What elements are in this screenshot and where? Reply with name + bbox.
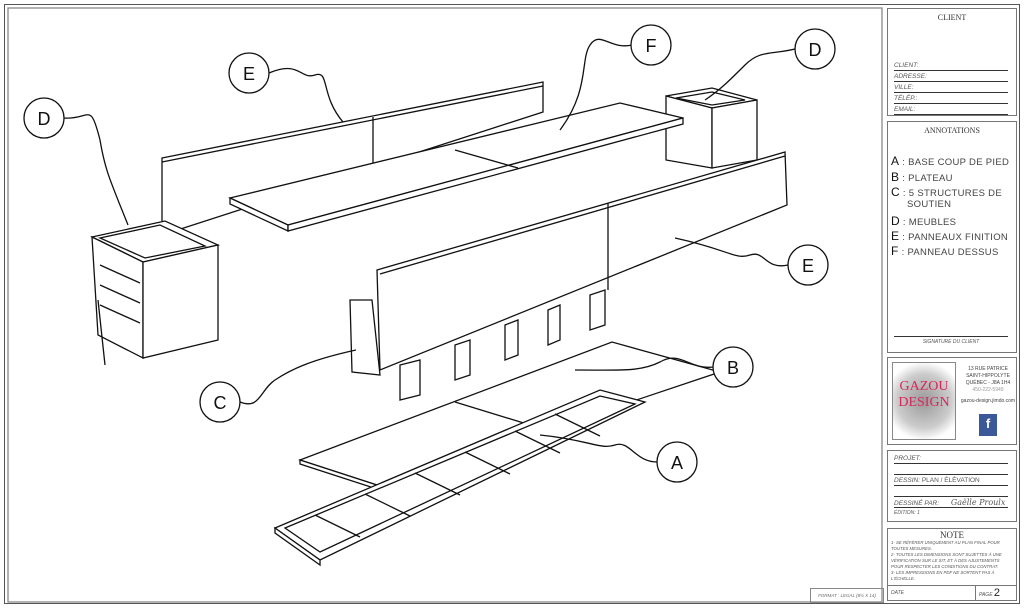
callout-b: B xyxy=(727,358,739,378)
drawing-type-field: DESSIN: PLAN / ÉLÉVATION xyxy=(894,476,1008,486)
annotations-block: ANNOTATIONS A : BASE COUP DE PIED B : PL… xyxy=(887,121,1017,353)
note-line: 3- LES IMPRESSIONS EN PDF NE SORTENT PAS… xyxy=(891,570,995,581)
address-field: ADRESSE: xyxy=(894,72,1008,82)
callout-e-top: E xyxy=(243,64,255,84)
drawing-frame xyxy=(7,7,883,603)
annotation-c: C : 5 STRUCTURES DE xyxy=(891,185,1002,199)
annotations-title: ANNOTATIONS xyxy=(924,126,980,135)
annotation-b: B : PLATEAU xyxy=(891,170,953,184)
page-field: PAGE 2 xyxy=(979,587,1001,599)
annotation-c-cont: SOUTIEN xyxy=(907,199,952,210)
project-value-line xyxy=(894,465,1008,475)
annotation-d: D : MEUBLES xyxy=(891,214,957,228)
note-line: 2- TOUTES LES DIMENSIONS SONT SUJETTES À… xyxy=(891,552,1002,569)
city-field: VILLE: xyxy=(894,83,1008,93)
right-cabinet xyxy=(665,87,758,169)
client-block: CLIENT CLIENT: ADRESSE: VILLE: TÉLÉP.: E… xyxy=(887,8,1017,116)
callout-d-left: D xyxy=(38,109,51,129)
blank-line xyxy=(894,487,1008,497)
email-field: EMAIL: xyxy=(894,105,1008,115)
date-field: DATE xyxy=(888,586,976,600)
edition-field: ÉDITION: 1 xyxy=(894,510,920,516)
callout-d-right: D xyxy=(809,40,822,60)
note-block: NOTE 1- SE RÉFÉRER UNIQUEMENT AU PLAN FI… xyxy=(887,528,1017,601)
left-cabinet xyxy=(90,220,221,366)
annotation-a: A : BASE COUP DE PIED xyxy=(891,154,1010,168)
callout-a: A xyxy=(671,453,683,473)
callout-circles xyxy=(23,24,836,483)
project-block: PROJET: DESSIN: PLAN / ÉLÉVATION DESSINÉ… xyxy=(887,450,1017,522)
phone-field: TÉLÉP.: xyxy=(894,94,1008,104)
front-panel xyxy=(376,151,788,371)
client-field: CLIENT: xyxy=(894,61,1008,71)
format-label: FORMAT : LEGAL (8½ X 14) xyxy=(810,588,884,603)
facebook-icon[interactable]: f xyxy=(979,414,997,436)
note-title: NOTE xyxy=(940,530,964,540)
leader-lines xyxy=(63,38,796,463)
client-title: CLIENT xyxy=(937,13,967,22)
annotation-f: F : PANNEAU DESSUS xyxy=(891,244,999,258)
callout-f: F xyxy=(646,36,657,56)
callout-e-right: E xyxy=(802,256,814,276)
kick-base xyxy=(273,389,647,567)
callout-c: C xyxy=(214,393,227,413)
support-structures xyxy=(349,289,606,401)
top-panel xyxy=(228,102,684,233)
signature-label: SIGNATURE DU CLIENT xyxy=(894,336,1008,345)
note-line: 1- SE RÉFÉRER UNIQUEMENT AU PLAN FINAL P… xyxy=(891,540,1000,551)
drawing-sheet xyxy=(4,4,1020,604)
annotation-e: E : PANNEAUX FINITION xyxy=(891,229,1009,243)
drawn-by-field: DESSINÉ PAR: Gaëlle Proulx xyxy=(894,498,1008,508)
project-field: PROJET: xyxy=(894,454,1008,464)
